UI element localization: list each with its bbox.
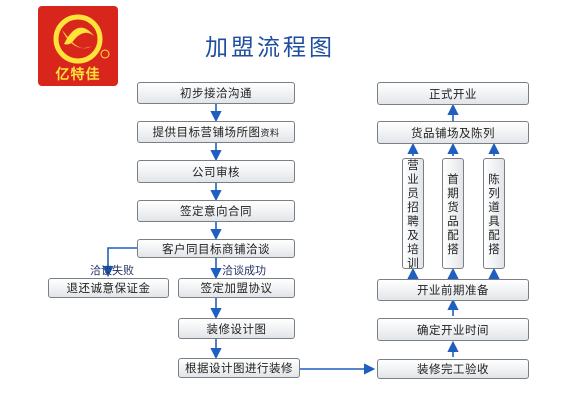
goods-char: 首 [447, 171, 459, 186]
step-renovation-acceptance: 装修完工验收 [377, 359, 529, 379]
logo-swirl-icon [53, 14, 110, 64]
props-char: 列 [488, 185, 500, 200]
step-refund-deposit: 退还诚意保证金 [48, 278, 169, 298]
staff-char: 业 [407, 171, 419, 186]
step-pre-opening-prep: 开业前期准备 [377, 279, 529, 301]
staff-char: 训 [407, 255, 419, 270]
staff-char: 招 [407, 199, 419, 214]
brand-name: 亿特佳 [55, 67, 101, 83]
staff-char: 培 [407, 241, 419, 256]
step-first-goods-allocation: 首 期 货 品 配 搭 [442, 158, 464, 269]
props-char: 道 [488, 199, 500, 214]
props-char: 陈 [488, 171, 500, 186]
step-renovation-design: 装修设计图 [178, 318, 295, 339]
step-set-opening-date: 确定开业时间 [377, 318, 529, 341]
label-negotiation-failed: 洽谈失败 [90, 264, 134, 277]
step-renovate-per-design: 根据设计图进行装修 [178, 358, 300, 378]
step-client-negotiation: 客户同目标商铺洽谈 [137, 239, 295, 258]
goods-char: 搭 [447, 241, 459, 256]
step-stock-display: 货品铺场及陈列 [377, 121, 529, 144]
goods-char: 配 [447, 227, 459, 242]
step-staff-recruit-training: 营 业 员 招 聘 及 培 训 [402, 157, 424, 270]
step-grand-opening: 正式开业 [377, 82, 529, 105]
page-title: 加盟流程图 [205, 35, 335, 61]
step-provide-site-info-label: 提供目标营铺场所图 [152, 125, 261, 139]
props-char: 搭 [488, 241, 500, 256]
staff-char: 及 [407, 227, 419, 242]
brand-logo: 亿特佳 [38, 6, 118, 86]
staff-char: 聘 [407, 213, 419, 228]
props-char: 配 [488, 227, 500, 242]
step-display-props: 陈 列 道 具 配 搭 [483, 158, 505, 269]
goods-char: 货 [447, 199, 459, 214]
staff-char: 员 [407, 185, 419, 200]
step-initial-contact: 初步接洽沟通 [137, 82, 295, 104]
step-provide-site-info-suffix: 资料 [260, 128, 280, 139]
label-negotiation-success: 洽谈成功 [222, 264, 266, 277]
step-company-review: 公司审核 [137, 160, 295, 183]
staff-char: 营 [407, 157, 419, 172]
step-sign-intent-contract: 签定意向合同 [137, 200, 295, 222]
step-sign-franchise-agreement: 签定加盟协议 [178, 278, 295, 298]
props-char: 具 [488, 213, 500, 228]
goods-char: 期 [447, 185, 459, 200]
step-provide-site-info: 提供目标营铺场所图资料 [137, 121, 295, 143]
goods-char: 品 [447, 213, 459, 228]
